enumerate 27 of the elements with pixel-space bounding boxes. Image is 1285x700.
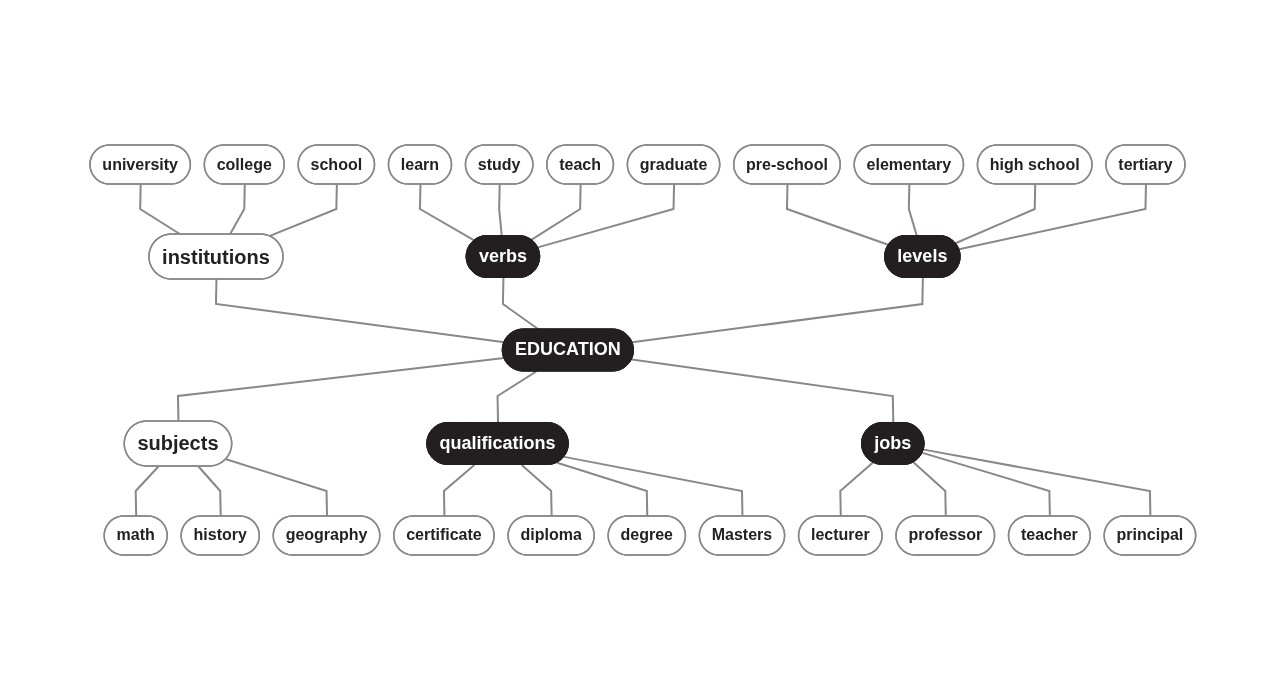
connector	[530, 183, 582, 241]
connector	[839, 461, 874, 518]
connector	[228, 183, 246, 236]
connector	[497, 183, 503, 237]
connector	[921, 451, 1051, 518]
connector	[214, 278, 506, 344]
connector	[563, 455, 744, 518]
connector	[442, 464, 476, 518]
connector	[922, 448, 1152, 518]
connector	[176, 357, 505, 423]
connector	[418, 183, 476, 242]
connector	[907, 183, 918, 237]
connector	[134, 465, 160, 518]
connector	[912, 461, 947, 518]
connector	[957, 183, 1147, 251]
connector	[520, 464, 553, 518]
connector	[496, 370, 537, 424]
connector	[630, 358, 894, 424]
connector	[536, 183, 675, 249]
connector	[138, 183, 182, 236]
connector	[224, 458, 328, 518]
connector	[630, 277, 924, 344]
connector	[555, 461, 648, 518]
connector	[268, 183, 338, 238]
connector	[501, 277, 540, 331]
connector	[954, 183, 1036, 245]
connector	[197, 465, 222, 518]
